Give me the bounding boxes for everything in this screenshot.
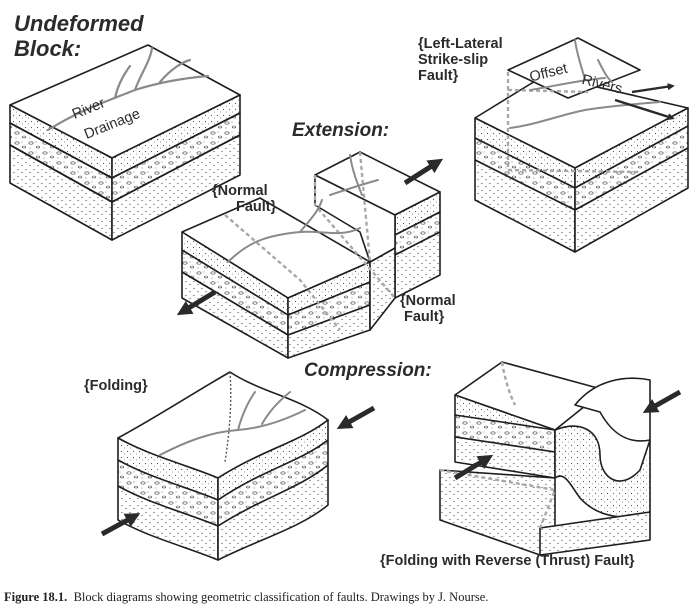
left-lateral-line1: {Left-Lateral xyxy=(418,36,503,52)
undeformed-title: Undeformed Block: xyxy=(14,11,144,61)
undeformed-title-line2: Block: xyxy=(14,35,82,61)
extension-block xyxy=(181,151,441,359)
normal-fault-right-line1: {Normal xyxy=(400,293,456,309)
strike-slip-block xyxy=(474,37,689,253)
extension-title: Extension: xyxy=(292,120,390,141)
thrust-block xyxy=(439,361,651,556)
left-lateral-line2: Strike-slip xyxy=(418,52,489,69)
left-lateral-line3: Fault} xyxy=(418,68,459,85)
folding-hinge xyxy=(224,371,232,463)
folding-label: {Folding} xyxy=(84,378,148,394)
normal-fault-label-left: {Normal Fault} xyxy=(212,183,276,215)
normal-fault-left-line1: {Normal xyxy=(212,183,268,199)
undeformed-title-line1: Undeformed xyxy=(14,11,144,36)
undeformed-block xyxy=(9,44,241,241)
folding-block xyxy=(117,371,329,561)
left-lateral-label: {Left-Lateral Strike-slip Fault} xyxy=(418,36,503,85)
normal-fault-label-right: {Normal Fault} xyxy=(400,293,456,325)
caption-number: Figure 18.1. xyxy=(4,590,68,604)
strike-slip-arrows xyxy=(614,83,675,121)
folding-thrust-label: {Folding with Reverse (Thrust) Fault} xyxy=(380,553,635,569)
extension-arrows xyxy=(176,158,444,316)
strike-slip-fault xyxy=(506,72,641,174)
caption-text: Block diagrams showing geometric classif… xyxy=(73,590,489,604)
extension-faults xyxy=(224,151,396,331)
undeformed-river xyxy=(46,46,210,132)
thrust-fault-lines xyxy=(439,361,557,529)
thrust-arrows xyxy=(453,389,682,481)
normal-fault-right-line2: Fault} xyxy=(404,309,445,326)
figure-caption: Figure 18.1. Block diagrams showing geom… xyxy=(4,590,488,605)
extension-rivers xyxy=(227,154,379,263)
normal-fault-left-line2: Fault} xyxy=(236,199,277,216)
folding-arrows xyxy=(100,405,376,537)
compression-title: Compression: xyxy=(304,360,432,381)
strike-slip-rivers xyxy=(509,39,661,129)
folding-rivers xyxy=(159,391,306,456)
